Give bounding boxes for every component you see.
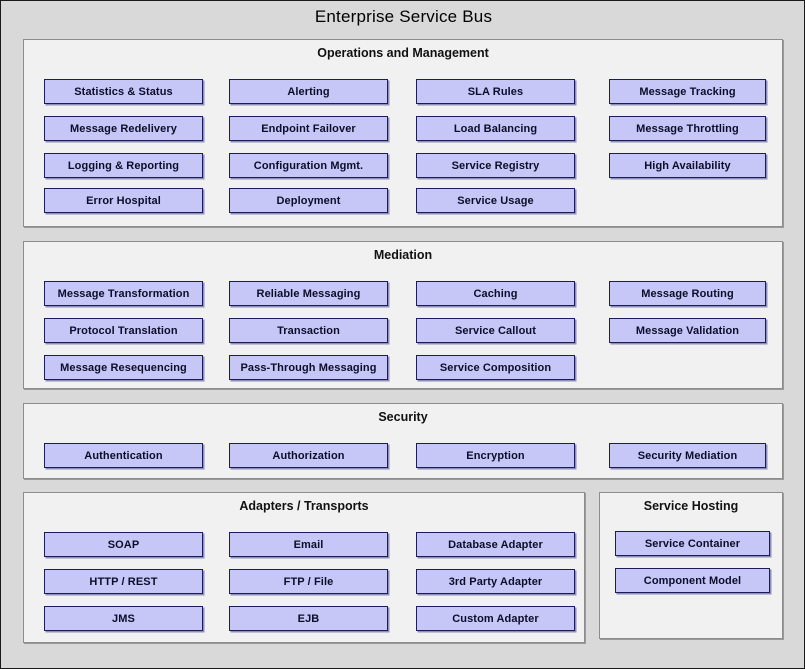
panel-title-mediation: Mediation (373, 248, 433, 262)
panel-title-security: Security (378, 410, 428, 424)
node-service-container[interactable]: Service Container (615, 531, 770, 556)
node-service-composition[interactable]: Service Composition (416, 355, 575, 380)
node-message-transformation[interactable]: Message Transformation (44, 281, 203, 306)
node-custom-adapter[interactable]: Custom Adapter (416, 606, 575, 631)
node-encryption[interactable]: Encryption (416, 443, 575, 468)
node-grid-operations: Statistics & Status Alerting SLA Rules M… (24, 40, 782, 226)
node-error-hospital[interactable]: Error Hospital (44, 188, 203, 213)
node-high-availability[interactable]: High Availability (609, 153, 766, 178)
node-logging-reporting[interactable]: Logging & Reporting (44, 153, 203, 178)
node-message-routing[interactable]: Message Routing (609, 281, 766, 306)
node-transaction[interactable]: Transaction (229, 318, 388, 343)
node-security-mediation[interactable]: Security Mediation (609, 443, 766, 468)
node-authorization[interactable]: Authorization (229, 443, 388, 468)
node-grid-service-hosting: Service Container Component Model (600, 493, 782, 638)
node-database-adapter[interactable]: Database Adapter (416, 532, 575, 557)
node-message-resequencing[interactable]: Message Resequencing (44, 355, 203, 380)
node-grid-adapters: SOAP Email Database Adapter HTTP / REST … (24, 493, 584, 642)
node-reliable-messaging[interactable]: Reliable Messaging (229, 281, 388, 306)
node-component-model[interactable]: Component Model (615, 568, 770, 593)
panel-title-adapters-transports: Adapters / Transports (239, 499, 369, 513)
node-message-throttling[interactable]: Message Throttling (609, 116, 766, 141)
panel-security: Security Authentication Authorization En… (23, 403, 783, 479)
node-deployment[interactable]: Deployment (229, 188, 388, 213)
node-load-balancing[interactable]: Load Balancing (416, 116, 575, 141)
node-jms[interactable]: JMS (44, 606, 203, 631)
node-message-redelivery[interactable]: Message Redelivery (44, 116, 203, 141)
node-email[interactable]: Email (229, 532, 388, 557)
node-message-tracking[interactable]: Message Tracking (609, 79, 766, 104)
node-soap[interactable]: SOAP (44, 532, 203, 557)
panel-mediation: Mediation Message Transformation Reliabl… (23, 241, 783, 389)
node-message-validation[interactable]: Message Validation (609, 318, 766, 343)
node-caching[interactable]: Caching (416, 281, 575, 306)
node-3rd-party-adapter[interactable]: 3rd Party Adapter (416, 569, 575, 594)
node-alerting[interactable]: Alerting (229, 79, 388, 104)
panel-service-hosting: Service Hosting Service Container Compon… (599, 492, 783, 639)
node-ejb[interactable]: EJB (229, 606, 388, 631)
node-service-usage[interactable]: Service Usage (416, 188, 575, 213)
panel-adapters-transports: Adapters / Transports SOAP Email Databas… (23, 492, 585, 643)
node-endpoint-failover[interactable]: Endpoint Failover (229, 116, 388, 141)
node-sla-rules[interactable]: SLA Rules (416, 79, 575, 104)
node-configuration-mgmt[interactable]: Configuration Mgmt. (229, 153, 388, 178)
node-http-rest[interactable]: HTTP / REST (44, 569, 203, 594)
node-protocol-translation[interactable]: Protocol Translation (44, 318, 203, 343)
node-statistics-status[interactable]: Statistics & Status (44, 79, 203, 104)
panel-title-service-hosting: Service Hosting (643, 499, 739, 513)
node-grid-mediation: Message Transformation Reliable Messagin… (24, 242, 782, 388)
panel-title-operations-and-management: Operations and Management (317, 46, 489, 60)
node-ftp-file[interactable]: FTP / File (229, 569, 388, 594)
node-service-registry[interactable]: Service Registry (416, 153, 575, 178)
node-authentication[interactable]: Authentication (44, 443, 203, 468)
panel-operations-and-management: Operations and Management Statistics & S… (23, 39, 783, 227)
node-service-callout[interactable]: Service Callout (416, 318, 575, 343)
node-grid-security: Authentication Authorization Encryption … (24, 404, 782, 478)
node-pass-through-messaging[interactable]: Pass-Through Messaging (229, 355, 388, 380)
diagram-title: Enterprise Service Bus (314, 7, 493, 26)
